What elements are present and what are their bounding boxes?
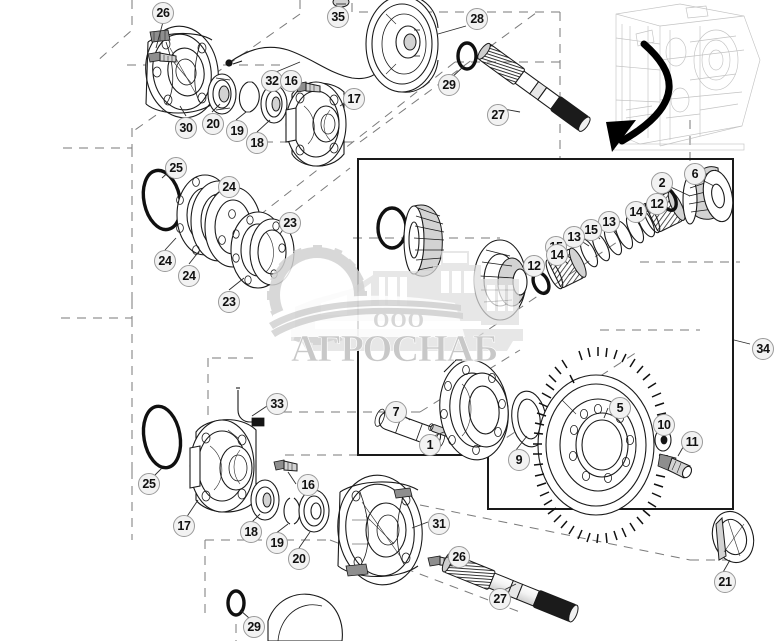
part-17-lower-housing xyxy=(189,419,257,513)
callout-17-upper-housing[interactable]: 17 xyxy=(343,88,365,110)
part-16-upper-capscrew xyxy=(295,81,321,93)
callout-14-clutch-hub-a[interactable]: 14 xyxy=(625,201,647,223)
callout-19-lower-snapring[interactable]: 19 xyxy=(266,532,288,554)
callout-27-lower-axle-shaft[interactable]: 27 xyxy=(489,588,511,610)
callout-12-washer-a[interactable]: 12 xyxy=(646,193,668,215)
callout-24-shim-c[interactable]: 24 xyxy=(178,265,200,287)
part-32-brake-line xyxy=(225,46,385,80)
carrier-bolt-holes xyxy=(440,364,506,455)
callout-7-pinion-shaft[interactable]: 7 xyxy=(385,401,407,423)
inset-frame-34 xyxy=(357,158,734,510)
part-35-fitting xyxy=(332,0,350,8)
callout-18-lower-seal[interactable]: 18 xyxy=(240,521,262,543)
assembly-direction-arrow xyxy=(606,40,673,152)
callout-16-upper-capscrew[interactable]: 16 xyxy=(280,70,302,92)
callout-16-lower-capscrew[interactable]: 16 xyxy=(297,474,319,496)
part-26-upper-bolt xyxy=(147,51,177,63)
callout-2-side-bevel-gear[interactable]: 2 xyxy=(651,172,673,194)
callout-26-upper-bolt[interactable]: 26 xyxy=(152,2,174,24)
part-29-lower-oring xyxy=(226,589,246,617)
part-29-upper-oring xyxy=(456,41,478,71)
callout-26-lower-bolt[interactable]: 26 xyxy=(448,546,470,568)
callout-13-plate-b[interactable]: 13 xyxy=(563,226,585,248)
callout-17-lower-housing[interactable]: 17 xyxy=(173,515,195,537)
callout-21-collar[interactable]: 21 xyxy=(714,571,736,593)
part-6-thrust-washer xyxy=(702,169,734,223)
differential-carrier-housing xyxy=(439,359,509,461)
part-20-upper-bearing xyxy=(207,73,237,115)
part-differential-carrier-left xyxy=(473,239,528,321)
callout-30-upper-backing-plate[interactable]: 30 xyxy=(175,117,197,139)
part-11-capscrew xyxy=(657,453,693,479)
callout-5-ring-gear[interactable]: 5 xyxy=(609,397,631,419)
callout-32-brake-line[interactable]: 32 xyxy=(261,70,283,92)
part-16-lower-capscrew xyxy=(273,459,298,472)
callout-31-lower-backing-plate[interactable]: 31 xyxy=(428,513,450,535)
callout-25-upper-oring[interactable]: 25 xyxy=(165,157,187,179)
callout-28-brake-drum[interactable]: 28 xyxy=(466,8,488,30)
part-19-lower-snapring xyxy=(283,497,301,525)
differential-clutch-pack xyxy=(531,166,734,296)
part-19-upper-snapring xyxy=(238,81,260,113)
part-25-lower-oring xyxy=(141,404,183,470)
part-17-upper-housing xyxy=(285,81,347,167)
callout-6-thrust-washer[interactable]: 6 xyxy=(684,163,706,185)
callout-24-shim-b[interactable]: 24 xyxy=(154,250,176,272)
callout-23-flange-a[interactable]: 23 xyxy=(279,212,301,234)
callout-19-upper-snapring[interactable]: 19 xyxy=(226,120,248,142)
callout-25-lower-oring[interactable]: 25 xyxy=(138,473,160,495)
part-30-brake-backing-plate xyxy=(145,25,219,119)
callout-11-capscrew[interactable]: 11 xyxy=(681,431,703,453)
callout-12-washer-b[interactable]: 12 xyxy=(523,255,545,277)
differential-left-group xyxy=(376,204,528,321)
callout-23-flange-b[interactable]: 23 xyxy=(218,291,240,313)
callout-1-roll-pin[interactable]: 1 xyxy=(419,434,441,456)
part-5-ring-gear xyxy=(533,347,669,544)
callout-27-upper-axle-shaft[interactable]: 27 xyxy=(487,104,509,126)
callout-20-lower-bearing[interactable]: 20 xyxy=(288,548,310,570)
part-28-brake-drum xyxy=(365,0,439,93)
part-21-collar xyxy=(711,510,755,564)
part-2-left-bevel-gear xyxy=(403,204,445,277)
part-27-upper-axle-shaft xyxy=(477,42,591,132)
callout-33-breather-tube[interactable]: 33 xyxy=(266,393,288,415)
callout-10-washer[interactable]: 10 xyxy=(653,414,675,436)
callout-29-upper-oring[interactable]: 29 xyxy=(438,74,460,96)
callout-34-differential-assembly[interactable]: 34 xyxy=(752,338,774,360)
callout-18-upper-seal[interactable]: 18 xyxy=(246,132,268,154)
part-18-lower-seal xyxy=(250,479,280,521)
callout-9-bearing-cup[interactable]: 9 xyxy=(508,449,530,471)
callout-14-clutch-hub-b[interactable]: 14 xyxy=(546,244,568,266)
part-31-lower-backing-plate xyxy=(337,474,423,586)
part-33-breather-tube xyxy=(236,387,265,427)
lower-brake-drum xyxy=(267,593,343,641)
part-20-lower-bearing xyxy=(298,489,330,533)
callout-35-fitting[interactable]: 35 xyxy=(327,6,349,28)
callout-20-upper-bearing[interactable]: 20 xyxy=(202,113,224,135)
callout-29-lower-oring[interactable]: 29 xyxy=(243,616,265,638)
callout-24-shim-a[interactable]: 24 xyxy=(218,176,240,198)
